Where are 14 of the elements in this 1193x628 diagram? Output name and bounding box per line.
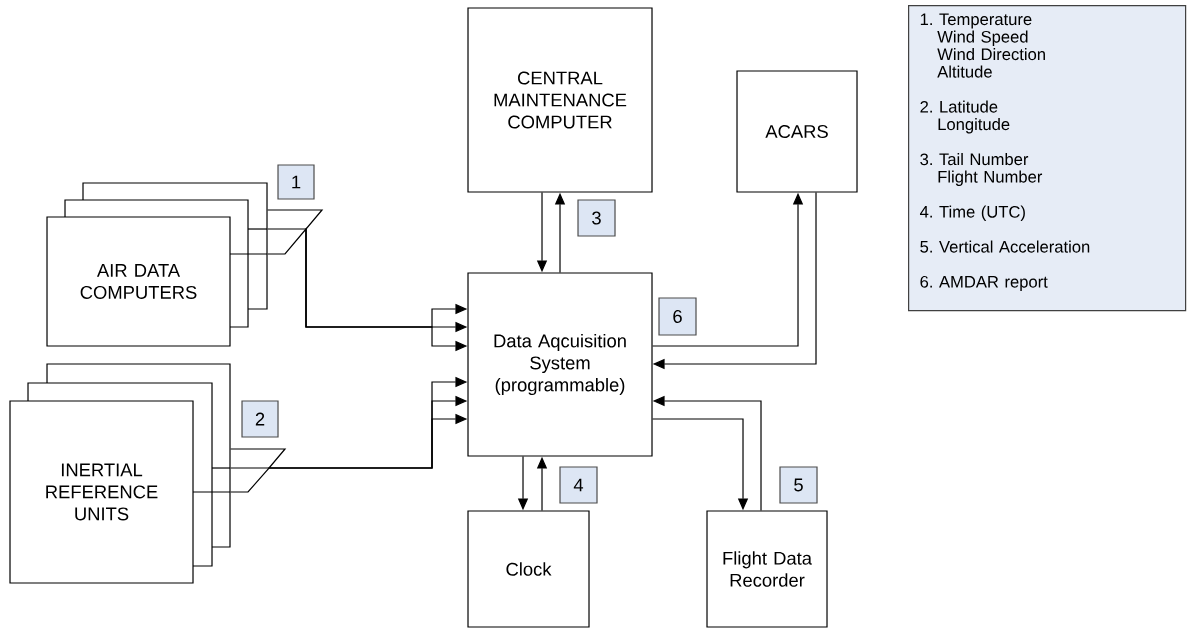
- callout-number: 4: [559, 466, 598, 504]
- callout-number: 5: [779, 466, 818, 504]
- callout-number: 2: [241, 400, 279, 438]
- system-box: ACARS: [736, 70, 858, 193]
- system-box: Data Aqcuisition System (programmable): [467, 272, 653, 457]
- system-box: CENTRAL MAINTENANCE COMPUTER: [467, 7, 653, 193]
- stacked-box: AIR DATA COMPUTERS: [46, 182, 268, 347]
- stacked-box: INERTIAL REFERENCE UNITS: [9, 363, 231, 584]
- system-box: Clock: [467, 510, 590, 628]
- callout-number: 1: [277, 164, 315, 200]
- system-box: Flight Data Recorder: [706, 510, 828, 628]
- callout-number: 3: [577, 199, 616, 237]
- callout-number: 6: [658, 297, 697, 336]
- notes-panel: 1. Temperature Wind Speed Wind Direction Altitude 2. Latitude Longitude 3. Tail Number Flight Number 4. Time (UTC) 5. Vertical Acceleration 6. AMDAR report: [908, 5, 1187, 312]
